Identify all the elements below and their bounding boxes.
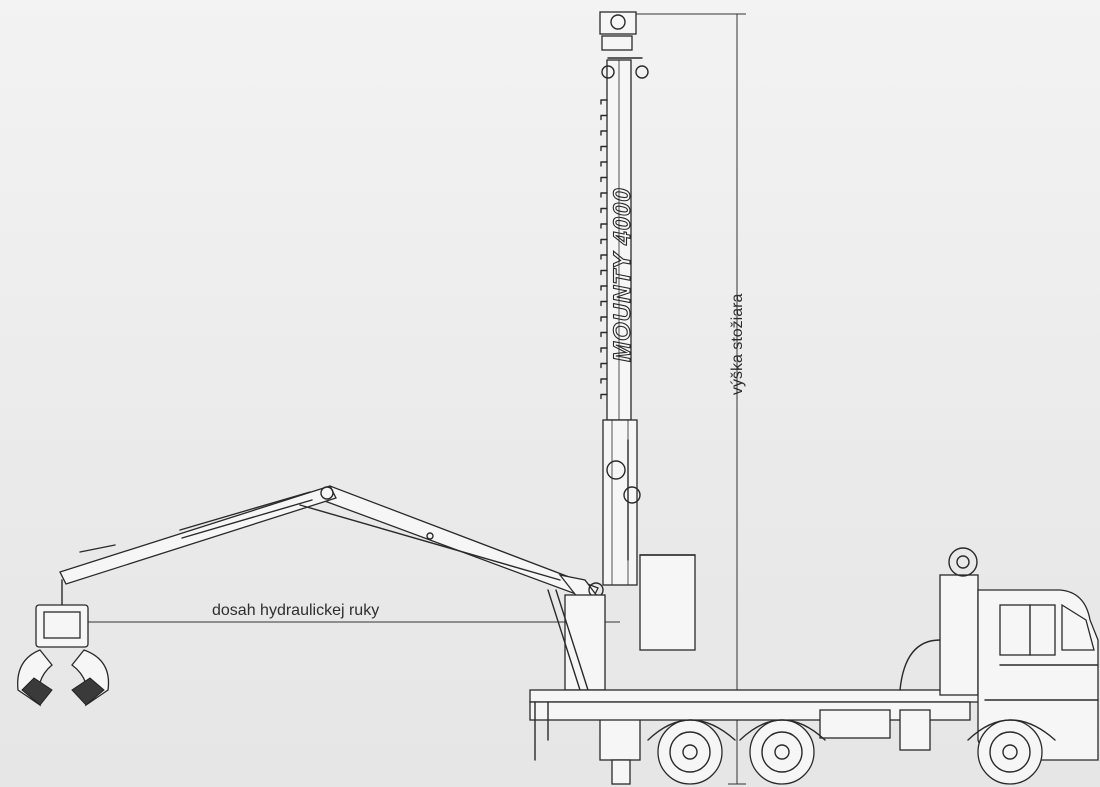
telescopic-mast: MOUNTY 4000: [599, 11, 649, 586]
arm-reach-label: dosah hydraulickej ruky: [212, 602, 379, 619]
mast-rungs: [600, 99, 608, 400]
mast-rung: [600, 362, 608, 369]
mast-rung: [600, 254, 608, 260]
mast-rung: [600, 238, 608, 245]
mast-height-label: výška stožiara: [729, 294, 746, 395]
mast-rung: [600, 269, 608, 276]
crane-base: [547, 554, 696, 785]
log-grapple: [17, 579, 110, 707]
arm-reach-dimension: dosah hydraulickej ruky: [60, 602, 620, 623]
mast-rung: [600, 207, 608, 214]
truck: [529, 547, 1099, 785]
mast-rung: [600, 176, 608, 183]
mast-rung: [600, 192, 608, 198]
mast-rung: [600, 99, 608, 105]
mast-rung: [600, 223, 608, 229]
mast-rung: [600, 130, 608, 136]
hydraulic-crane-arm: [59, 485, 604, 601]
mast-rung: [600, 393, 608, 400]
mast-rung: [600, 114, 608, 121]
mast-rung: [600, 161, 608, 167]
mast-brand-text: MOUNTY 4000: [609, 187, 636, 362]
mast-rung: [600, 347, 608, 353]
mast-rung: [600, 285, 608, 291]
mast-rung: [600, 316, 608, 322]
mast-rung: [600, 378, 608, 384]
mast-rung: [600, 145, 608, 152]
truck-wheels: [657, 719, 1043, 785]
mast-rung: [600, 331, 608, 338]
mast-height-dimension: výška stožiara: [630, 13, 746, 785]
mast-rung: [600, 300, 608, 307]
